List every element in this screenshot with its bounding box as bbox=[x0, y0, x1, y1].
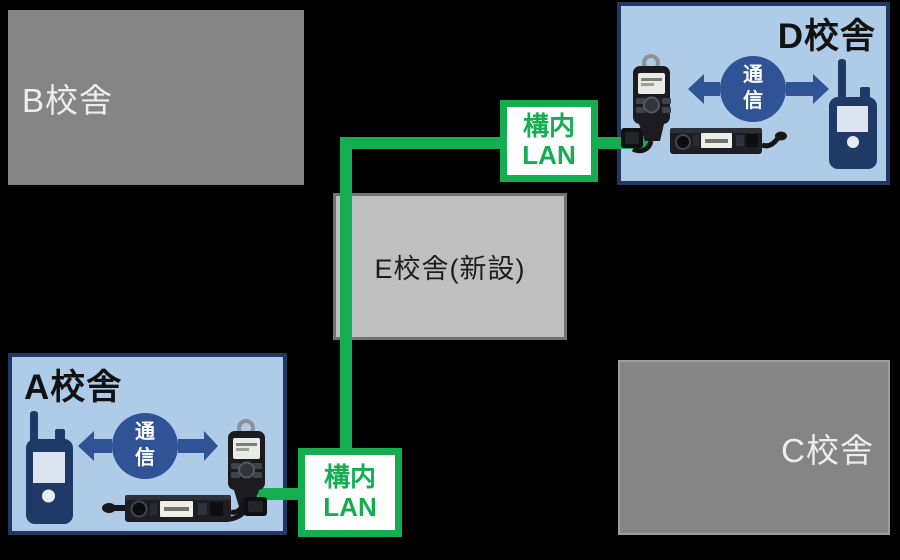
lan-label-top-line1: 構内 bbox=[522, 110, 575, 141]
comm-badge-a: 通 信 bbox=[123, 419, 167, 471]
comm-badge-d-line2: 信 bbox=[743, 90, 763, 112]
lan-label-bottom-line2: LAN bbox=[323, 491, 377, 522]
lan-label-bottom-line1: 構内 bbox=[323, 462, 376, 493]
building-d-label: D校舎 bbox=[777, 17, 876, 56]
building-a-equipment bbox=[26, 411, 267, 524]
lan-label-top-line2: LAN bbox=[522, 140, 576, 170]
speaker-mic-icon bbox=[631, 54, 671, 154]
lan-line-top-horizontal bbox=[340, 137, 500, 149]
comm-badge-a-line2: 信 bbox=[135, 447, 155, 469]
lan-label-bottom: 構内 LAN bbox=[298, 448, 402, 537]
building-a-label: A校舎 bbox=[24, 368, 123, 407]
building-b-box: B校舎 bbox=[8, 10, 304, 185]
lan-label-top: 構内 LAN bbox=[500, 100, 598, 182]
communication-arrows-icon bbox=[688, 56, 829, 122]
building-e-label: E校舎(新設) bbox=[374, 254, 526, 284]
base-radio-icon bbox=[670, 128, 787, 154]
building-c-box: C校舎 bbox=[618, 360, 890, 535]
building-e-box: E校舎(新設) bbox=[333, 193, 567, 340]
speaker-mic-icon bbox=[219, 419, 265, 522]
building-d-equipment bbox=[621, 54, 877, 169]
lan-line-into-building-a bbox=[258, 488, 298, 500]
building-b-label: B校舎 bbox=[22, 81, 114, 119]
base-radio-icon bbox=[102, 495, 248, 522]
comm-badge-d: 通 信 bbox=[731, 62, 775, 114]
lan-line-vertical bbox=[340, 137, 352, 448]
building-c-label: C校舎 bbox=[781, 431, 874, 469]
comm-badge-a-line1: 通 bbox=[135, 421, 155, 443]
lan-connector-icon bbox=[621, 128, 643, 148]
walkie-talkie-icon bbox=[26, 411, 73, 524]
lan-connector-icon bbox=[244, 497, 267, 516]
walkie-talkie-icon bbox=[829, 59, 877, 169]
communication-arrows-icon bbox=[78, 413, 218, 479]
comm-badge-d-line1: 通 bbox=[743, 64, 763, 86]
